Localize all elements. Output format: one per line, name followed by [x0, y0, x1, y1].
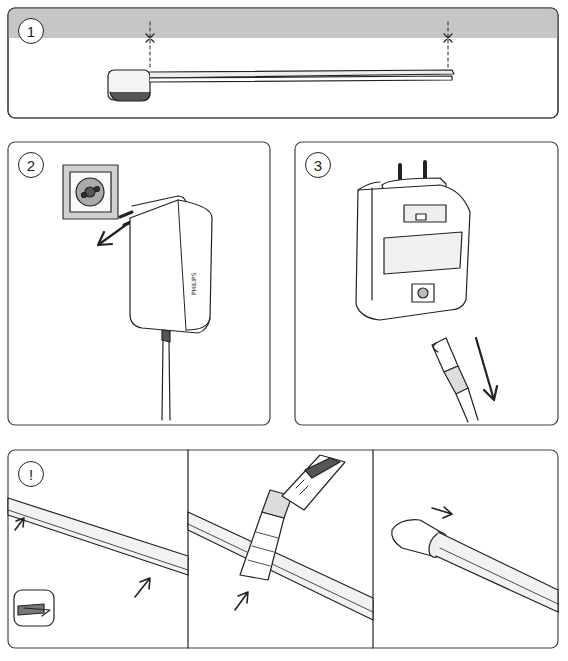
callout-circle: 2	[18, 152, 44, 178]
callout-number: 1	[27, 24, 35, 39]
callout-circle: 1	[18, 18, 44, 44]
svg-text:PHILIPS: PHILIPS	[190, 272, 197, 295]
callout-number: 3	[314, 158, 322, 173]
callout-circle: !	[18, 461, 44, 487]
callout-number: 2	[27, 158, 35, 173]
callout-circle: 3	[305, 152, 331, 178]
callout-number: !	[29, 467, 33, 482]
